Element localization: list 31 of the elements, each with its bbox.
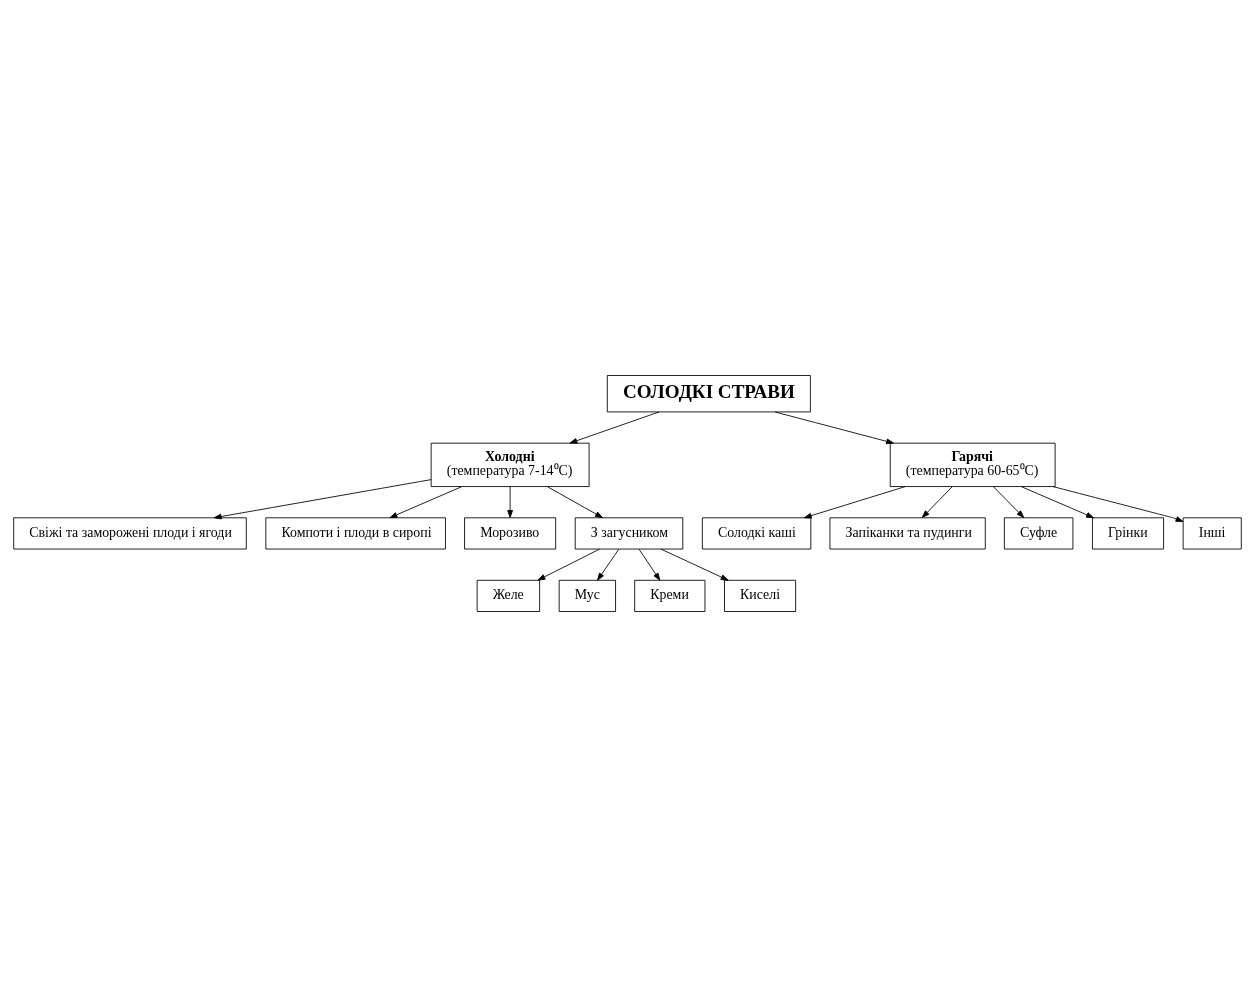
node-box: Холодні (температура 7-14⁰C) <box>430 442 590 487</box>
arrow <box>638 548 661 581</box>
node-box: Морозиво <box>464 517 557 550</box>
arrow <box>993 486 1025 518</box>
node-box: Інші <box>1182 517 1242 550</box>
arrow <box>569 411 660 444</box>
node-box: Мус <box>558 579 616 612</box>
node-box: Гарячі (температура 60-65⁰C) <box>889 442 1056 487</box>
node-box: СОЛОДКІ СТРАВИ <box>606 375 811 413</box>
node-box: Грінки <box>1092 517 1165 550</box>
arrow <box>213 479 432 520</box>
node-box: Солодкі каші <box>701 517 812 550</box>
arrow <box>774 411 894 445</box>
node-box: З загусником <box>574 517 684 550</box>
arrow <box>803 486 906 519</box>
arrow <box>389 486 463 519</box>
node-box: Запіканки та пудинги <box>829 517 986 550</box>
node-box: Креми <box>634 579 706 612</box>
arrow <box>921 486 953 518</box>
node-box: Свіжі та заморожені плоди і ягоди <box>13 517 247 550</box>
arrow <box>660 548 729 581</box>
arrow <box>597 548 620 581</box>
arrow <box>546 486 603 519</box>
node-box: Компоти і плоди в сиропі <box>265 517 446 550</box>
arrow <box>1052 486 1184 522</box>
arrow <box>537 548 600 581</box>
node-box: Суфле <box>1003 517 1074 550</box>
node-box: Киселі <box>724 579 797 612</box>
arrow <box>1021 486 1094 519</box>
arrow <box>507 486 513 518</box>
node-box: Желе <box>476 579 541 612</box>
